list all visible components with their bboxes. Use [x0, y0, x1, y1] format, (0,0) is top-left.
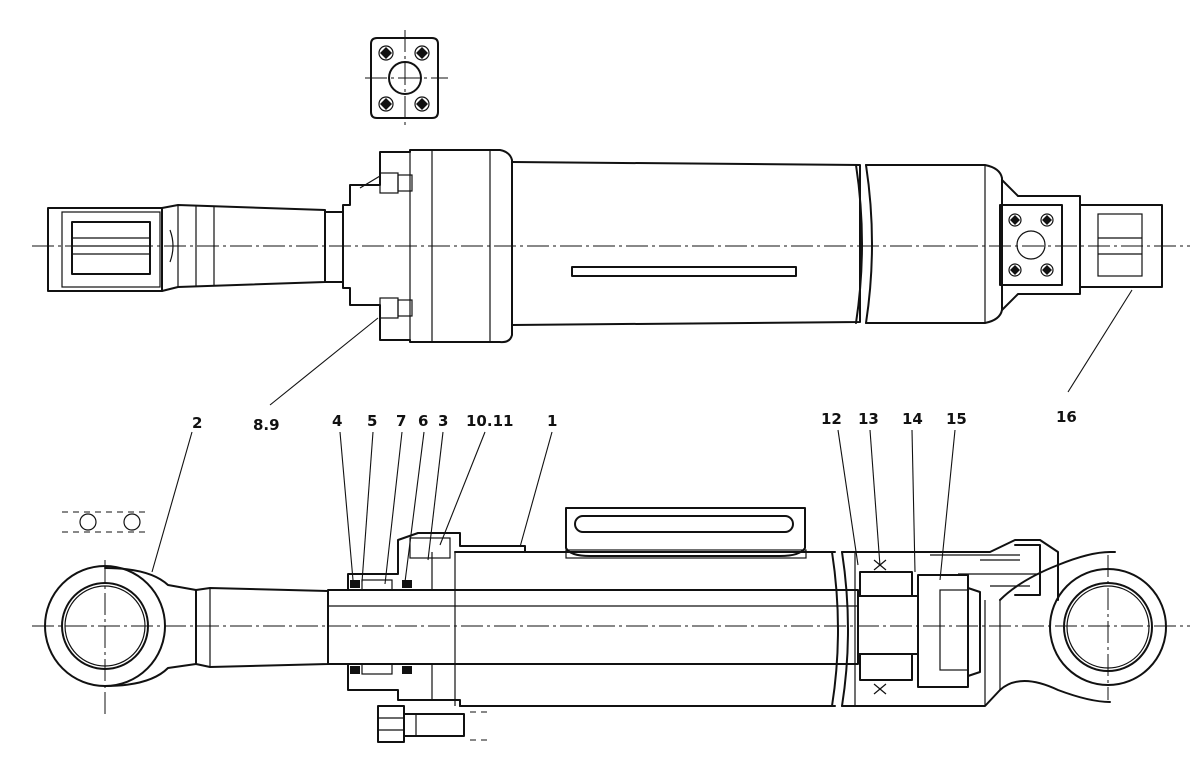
- callout-10-11: 10.11: [466, 412, 513, 430]
- flange-bolt-icon: [378, 45, 430, 112]
- port-bolt-icon: [1008, 213, 1054, 277]
- callout-4: 4: [332, 412, 342, 430]
- callout-16: 16: [1056, 408, 1077, 426]
- callout-6: 6: [418, 412, 428, 430]
- callout-13: 13: [858, 410, 879, 428]
- callout-2: 2: [192, 414, 202, 432]
- callout-labels: 8.9 16 2 4 5 7 6 3 10.11 1 12 13 14 15: [192, 408, 1077, 434]
- cylinder-section-view: [32, 507, 1190, 743]
- callout-leaders: [151, 289, 1133, 585]
- callout-5: 5: [367, 412, 377, 430]
- callout-7: 7: [396, 412, 406, 430]
- bottom-eye: [999, 551, 1167, 703]
- callout-15: 15: [946, 410, 967, 428]
- callout-12: 12: [821, 410, 842, 428]
- callout-14: 14: [902, 410, 923, 428]
- rod-eye: [44, 511, 197, 715]
- callout-1: 1: [547, 412, 557, 430]
- callout-3: 3: [438, 412, 448, 430]
- callout-8-9: 8.9: [253, 416, 280, 434]
- port-flange-detail: [365, 30, 448, 128]
- cylinder-top-view: [32, 149, 1190, 344]
